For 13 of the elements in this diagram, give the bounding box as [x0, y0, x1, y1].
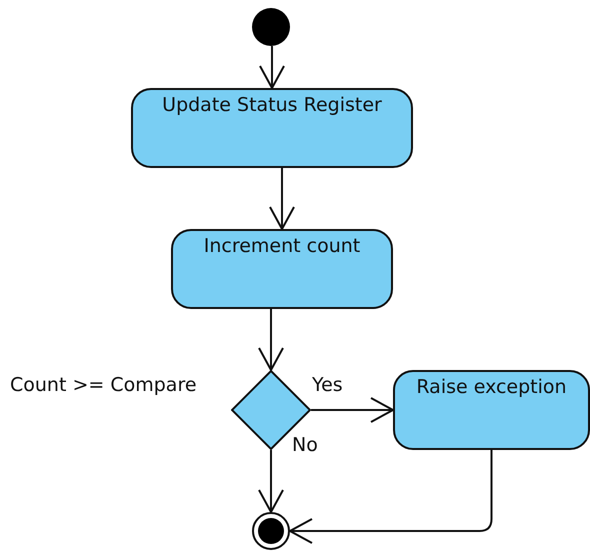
- arrow: [311, 397, 394, 423]
- action-label: Increment count: [202, 235, 362, 257]
- action-label: Update Status Register: [161, 94, 383, 116]
- arrow: [258, 309, 284, 371]
- action-box: [171, 229, 393, 309]
- action-box: [393, 370, 590, 450]
- arrow: [258, 450, 284, 513]
- arrow: [269, 168, 295, 230]
- guard-label: Count >= Compare: [10, 374, 197, 396]
- arrow: [259, 46, 285, 89]
- action-box: [131, 88, 413, 168]
- action-label: Raise exception: [415, 376, 568, 398]
- arrow: [289, 450, 492, 544]
